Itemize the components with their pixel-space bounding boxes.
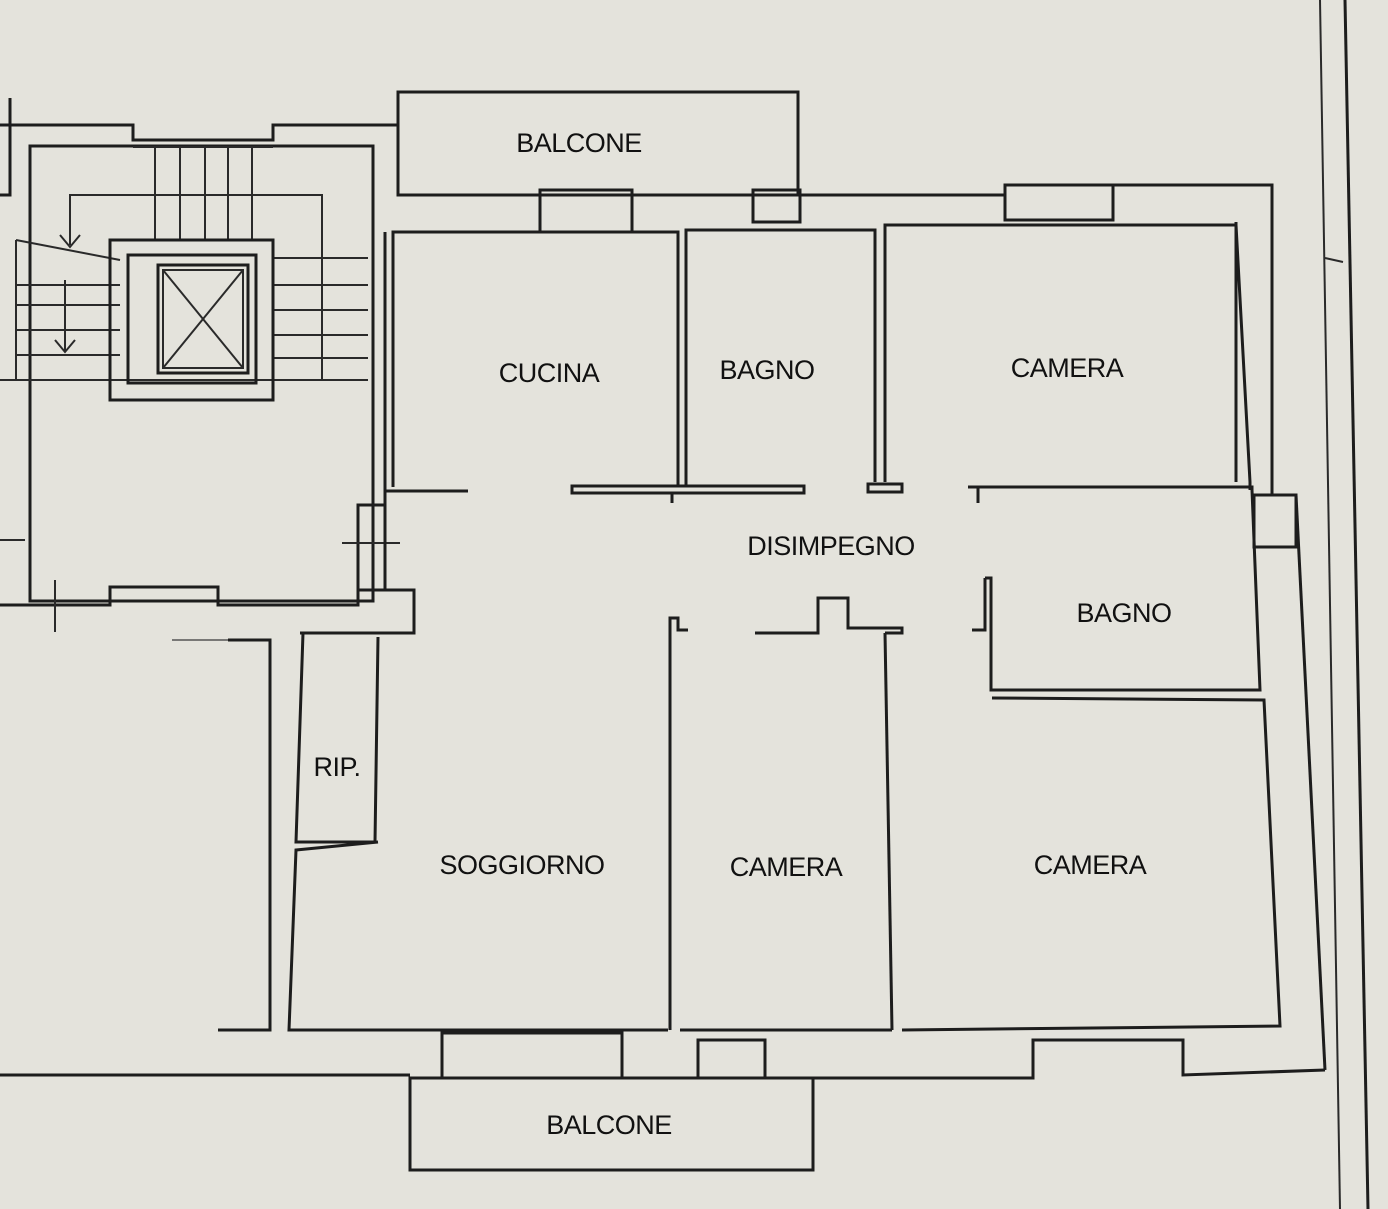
bedroom-bottom-right-walls	[901, 696, 1282, 1032]
label-camera-bottom-right: CAMERA	[1034, 850, 1147, 880]
bathroom-right-walls	[985, 489, 1262, 692]
stairwell	[0, 98, 398, 603]
label-ripostiglio: RIP.	[313, 752, 360, 782]
storage-room-walls	[294, 632, 380, 844]
label-soggiorno: SOGGIORNO	[439, 850, 604, 880]
label-balcone-top: BALCONE	[516, 128, 642, 158]
label-camera-bottom-middle: CAMERA	[730, 852, 843, 882]
lower-partitions	[668, 596, 904, 1031]
label-disimpegno: DISIMPEGNO	[747, 531, 915, 561]
page-frame-lines	[1319, 0, 1370, 1209]
elevator-shaft	[108, 238, 275, 402]
label-camera-top-right: CAMERA	[1011, 353, 1124, 383]
bedroom-top-right-walls	[883, 223, 1252, 490]
living-room-walls	[287, 840, 668, 1032]
bathroom-right-door-jamb	[972, 578, 987, 632]
kitchen-walls	[391, 230, 680, 487]
label-cucina: CUCINA	[499, 358, 600, 388]
label-bagno-right: BAGNO	[1076, 598, 1171, 628]
landing-walls	[0, 503, 416, 1077]
balcony-bottom	[408, 1076, 815, 1172]
label-balcone-bottom: BALCONE	[546, 1110, 672, 1140]
corridor-partitions	[386, 482, 1254, 503]
label-bagno-top: BAGNO	[719, 355, 814, 385]
bathroom-top-walls	[684, 228, 877, 487]
